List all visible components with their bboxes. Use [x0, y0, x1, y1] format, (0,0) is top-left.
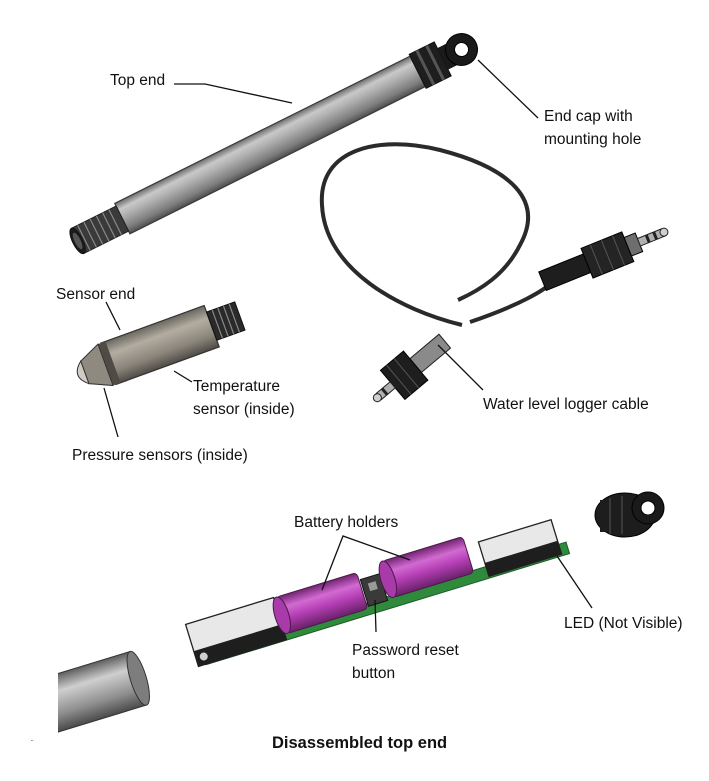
leader-lines: [103, 59, 593, 633]
logger-tube: [69, 33, 479, 255]
label-sensor-end: Sensor end: [56, 286, 135, 303]
label-cable: Water level logger cable: [483, 396, 649, 413]
battery-2: [378, 537, 474, 599]
sensor-end: [76, 301, 246, 387]
label-password-line2: button: [352, 665, 395, 682]
label-end-cap-line1: End cap with: [544, 108, 633, 125]
label-password-line1: Password reset: [352, 642, 460, 659]
figure-caption: Disassembled top end: [272, 734, 447, 752]
label-temperature-line2: sensor (inside): [193, 401, 295, 418]
logger-cable: [319, 142, 669, 403]
disassembled-assembly: [0, 491, 665, 741]
label-pressure-sensors: Pressure sensors (inside): [72, 447, 248, 464]
label-led: LED (Not Visible): [564, 615, 683, 632]
label-battery-holders: Battery holders: [294, 514, 398, 531]
end-cap: [594, 491, 665, 538]
battery-1: [272, 573, 368, 635]
label-end-cap-line2: mounting hole: [544, 131, 641, 148]
labels: Top end End cap with mounting hole Senso…: [56, 72, 683, 752]
label-temperature-line1: Temperature: [193, 378, 280, 395]
label-top-end: Top end: [110, 72, 165, 89]
